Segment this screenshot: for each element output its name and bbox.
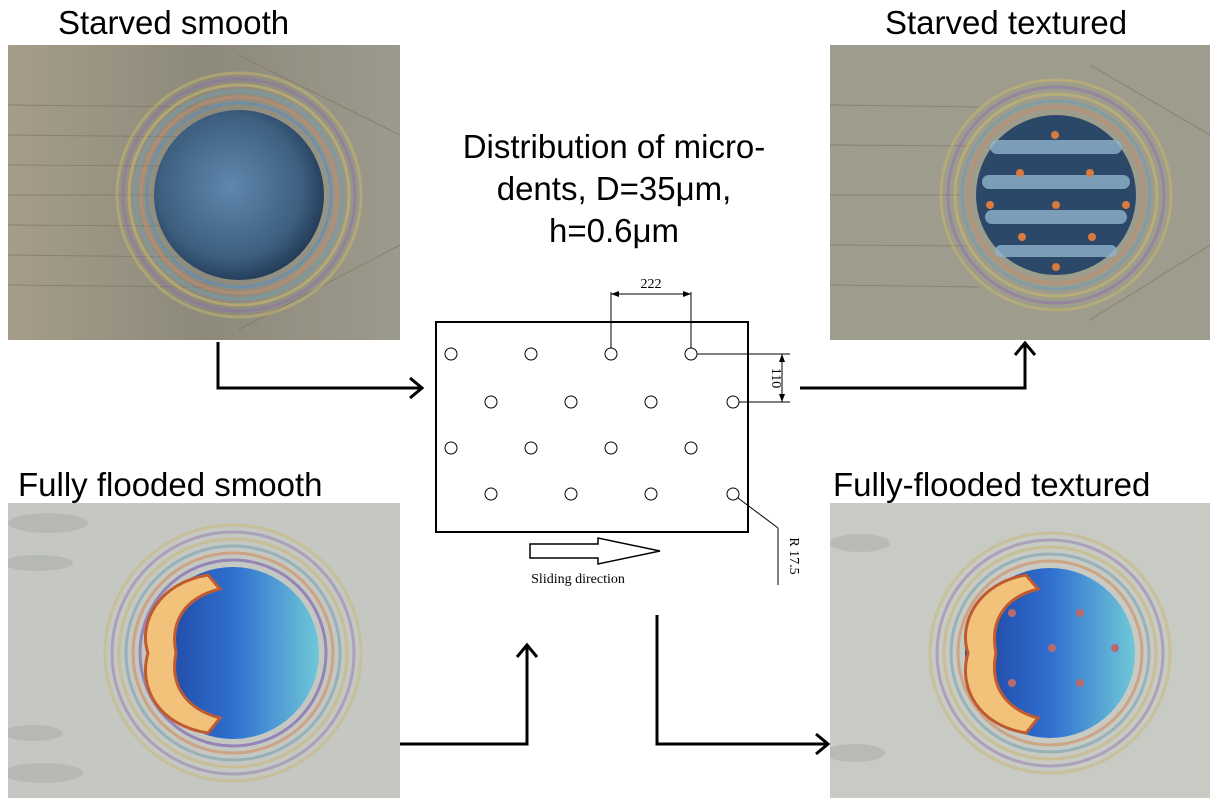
sliding-direction-label: Sliding direction (531, 572, 625, 587)
arrow-schematic-to-flooded-textured (655, 615, 828, 746)
dent (524, 347, 538, 361)
dent (684, 441, 698, 455)
dent (726, 395, 740, 409)
dent (604, 441, 618, 455)
dent (604, 347, 618, 361)
starved-smooth-image (8, 45, 400, 340)
flooded-smooth-image (8, 503, 400, 798)
arrow-starved-smooth-to-schematic (216, 342, 420, 390)
dent (726, 487, 740, 501)
dent (484, 487, 498, 501)
dent (564, 395, 578, 409)
dent (564, 487, 578, 501)
distribution-title-line-1: Distribution of micro- (462, 128, 766, 165)
dim-110-label: 110 (768, 368, 783, 388)
flooded-textured-image (830, 503, 1210, 798)
dent (444, 441, 458, 455)
arrow-schematic-to-starved-textured (800, 345, 1027, 390)
distribution-title: Distribution of micro- dents, D=35μm, h=… (418, 126, 810, 252)
distribution-title-line-3: h=0.6μm (548, 212, 679, 249)
flooded-textured-label: Fully-flooded textured (833, 466, 1151, 503)
dent (644, 487, 658, 501)
dim-222-label: 222 (641, 277, 662, 292)
dent (644, 395, 658, 409)
flooded-smooth-label: Fully flooded smooth (18, 466, 323, 503)
dent-distribution-schematic: 222 110 R 17.5 Sliding direction (435, 277, 800, 587)
dent (524, 441, 538, 455)
starved-smooth-label: Starved smooth (58, 4, 290, 41)
dent (484, 395, 498, 409)
starved-textured-label: Starved textured (885, 4, 1128, 41)
arrow-flooded-smooth-to-schematic (400, 645, 529, 746)
dent (684, 347, 698, 361)
radius-label: R 17.5 (786, 537, 800, 574)
sliding-arrow (529, 537, 661, 565)
starved-textured-image (830, 45, 1210, 340)
distribution-title-line-2: dents, D=35μm, (496, 170, 732, 207)
radius-leader (737, 497, 779, 529)
dent-grid (444, 347, 740, 501)
dent (444, 347, 458, 361)
